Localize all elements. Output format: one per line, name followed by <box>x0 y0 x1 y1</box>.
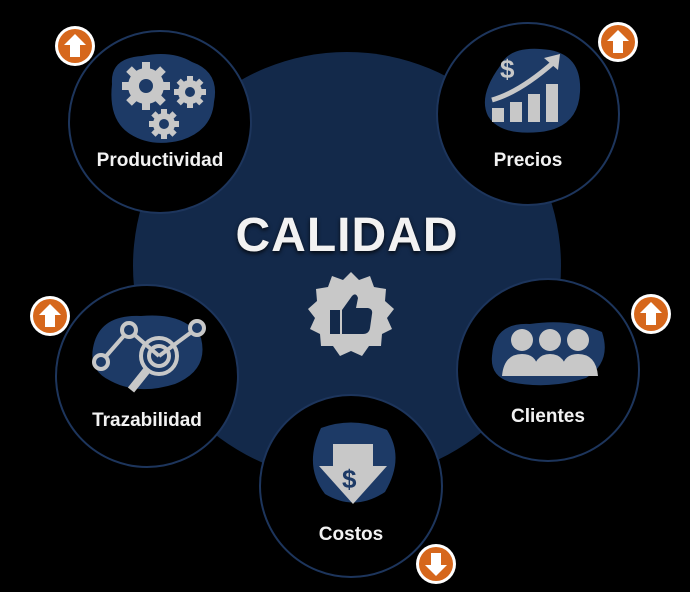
dollar-down-arrow-icon: $ <box>312 422 396 504</box>
node-label: Costos <box>318 524 384 545</box>
node-productividad: Productividad <box>68 30 252 214</box>
center-title: CALIDAD <box>235 209 459 262</box>
up-arrow-icon <box>30 296 70 336</box>
down-arrow-icon <box>416 544 456 584</box>
node-precios: $ Precios <box>436 22 620 206</box>
gears-icon <box>111 54 216 143</box>
network-magnifier-icon <box>92 315 206 393</box>
up-arrow-icon <box>55 26 95 66</box>
node-trazabilidad: Trazabilidad <box>55 284 239 468</box>
node-label: Productividad <box>96 150 224 171</box>
thumbs-up-icon <box>308 272 394 356</box>
node-label: Precios <box>493 150 563 171</box>
rising-bar-chart-dollar-icon: $ <box>484 48 581 133</box>
up-arrow-icon <box>598 22 638 62</box>
node-costos: $ Costos <box>259 394 443 578</box>
node-label: Trazabilidad <box>92 410 202 431</box>
svg-text:$: $ <box>342 464 357 494</box>
node-clientes: Clientes <box>456 278 640 462</box>
up-arrow-icon <box>631 294 671 334</box>
svg-text:$: $ <box>500 54 515 84</box>
node-label: Clientes <box>511 406 585 427</box>
people-group-icon <box>491 322 605 386</box>
